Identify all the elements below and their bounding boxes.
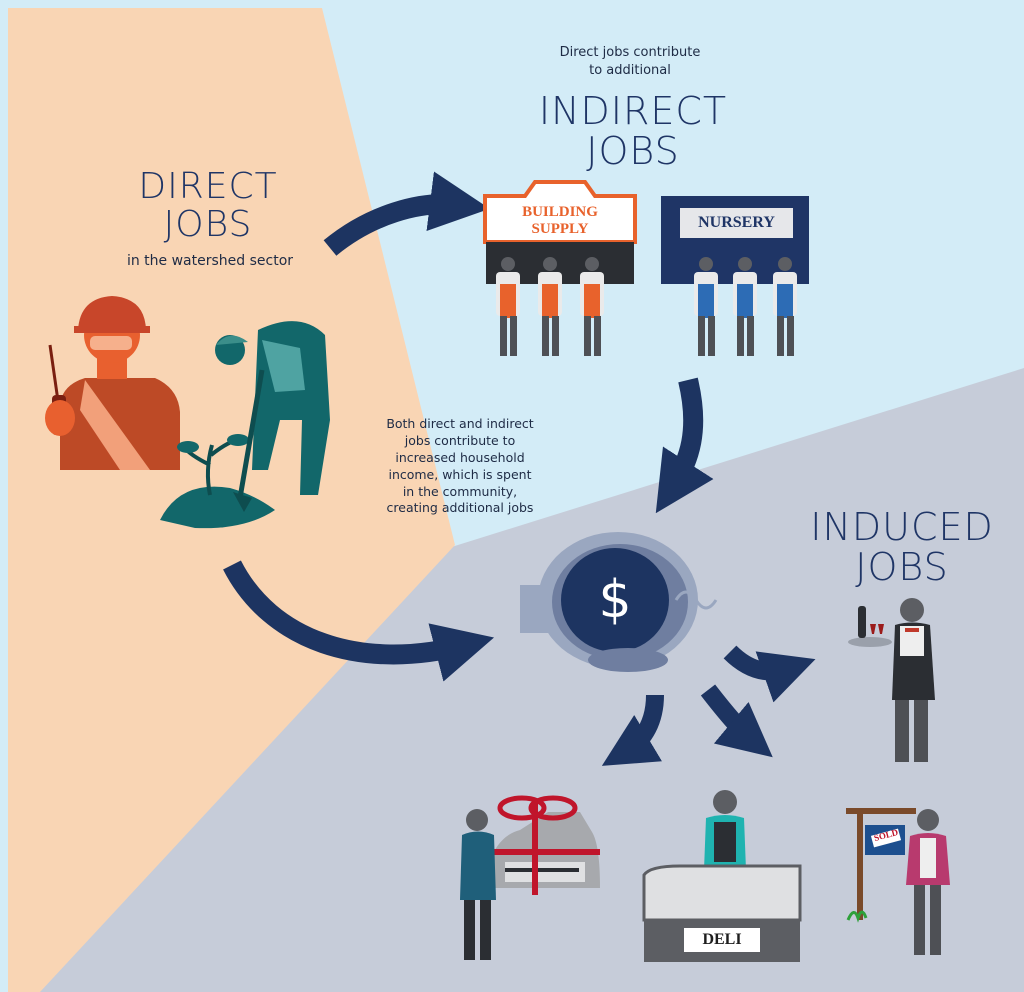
car-salesperson-figure: [460, 809, 496, 960]
household-note-line5: in the community,: [402, 483, 518, 499]
nursery-worker-1: [694, 257, 718, 356]
household-income-piggy-bank: [520, 532, 718, 672]
direct-title-line1: DIRECT: [138, 166, 278, 207]
induced-title-line1: INDUCED: [810, 505, 994, 549]
building-supply-worker-1: [496, 257, 520, 356]
arrow-income-to-deli: [700, 684, 773, 758]
induced-title-line2: JOBS: [855, 544, 949, 589]
arrow-direct-to-indirect: [323, 171, 490, 256]
indirect-intro-line2: to additional: [589, 62, 671, 78]
nursery-worker-3: [773, 257, 797, 356]
real-estate-sign: [846, 808, 916, 923]
household-note-line1: Both direct and indirect: [386, 416, 534, 431]
building-supply-line1: BUILDING: [522, 204, 598, 220]
deli-sign: DELI: [702, 931, 742, 948]
arrow-indirect-to-income: [655, 377, 714, 514]
building-supply-worker-2: [538, 257, 562, 356]
induced-jobs-heading: INDUCED JOBS: [790, 505, 1014, 589]
household-note-line6: creating additional jobs: [386, 500, 534, 516]
building-supply-sign: BUILDING SUPPLY: [486, 204, 634, 237]
deli-counter: [642, 790, 802, 962]
household-note-line4: income, which is spent: [388, 466, 532, 482]
nursery-worker-2: [733, 257, 757, 356]
building-supply-line2: SUPPLY: [531, 220, 589, 237]
indirect-intro-line1: Direct jobs contribute: [559, 45, 701, 60]
arrow-direct-to-income: [223, 560, 495, 682]
arrow-income-to-car-sales: [601, 694, 664, 766]
planting-worker-figure: [160, 321, 330, 529]
surveyor-worker-figure: [45, 296, 180, 470]
direct-jobs-heading: DIRECT JOBS: [108, 168, 308, 244]
building-supply-worker-3: [580, 257, 604, 356]
nursery-sign: NURSERY: [698, 214, 775, 231]
household-income-note: Both direct and indirect jobs contribute…: [360, 416, 560, 517]
nursery-store: [661, 196, 809, 284]
car-with-ribbon: [490, 795, 600, 895]
household-note-line3: increased household: [395, 449, 525, 465]
household-note-line2: jobs contribute to: [404, 432, 516, 448]
waiter-figure: [848, 598, 935, 762]
dollar-sign-icon: $: [598, 570, 632, 630]
realtor-figure: [906, 809, 950, 955]
indirect-intro: Direct jobs contribute to additional: [530, 44, 730, 79]
indirect-title-line1: INDIRECT: [538, 89, 728, 133]
arrow-income-to-server: [723, 645, 816, 703]
induced-region: [20, 368, 1024, 992]
direct-title-line2: JOBS: [163, 203, 253, 245]
direct-jobs-subtitle: in the watershed sector: [126, 253, 294, 269]
indirect-title-line2: JOBS: [586, 128, 680, 173]
indirect-jobs-heading: INDIRECT JOBS: [520, 89, 746, 173]
